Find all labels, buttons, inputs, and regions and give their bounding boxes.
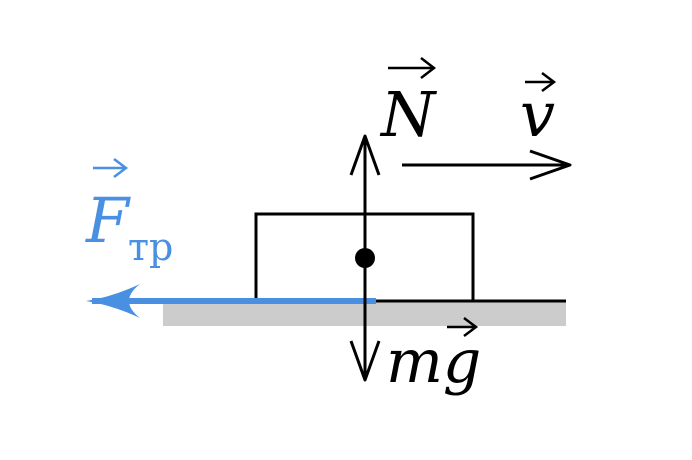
vector-overline-icon (447, 317, 479, 337)
vector-overline-icon (93, 158, 129, 178)
velocity-label-group: v (520, 72, 557, 151)
weight-label-group: mg (386, 317, 481, 397)
normal-force-label: N (379, 78, 438, 151)
normal-force-label-group: N (379, 57, 438, 151)
friction-force-label-group: F тр (85, 158, 173, 269)
vector-overline-icon (525, 72, 557, 92)
center-of-mass-dot (355, 248, 375, 268)
normal-force-arrow (349, 134, 381, 176)
velocity-label: v (520, 78, 555, 151)
friction-force-arrow (86, 284, 376, 318)
weight-arrow (349, 340, 381, 382)
friction-force-subscript: тр (128, 225, 173, 269)
weight-label: mg (386, 327, 481, 397)
friction-force-label: F (85, 184, 131, 257)
velocity-arrow (402, 149, 572, 181)
vector-overline-icon (388, 57, 437, 79)
